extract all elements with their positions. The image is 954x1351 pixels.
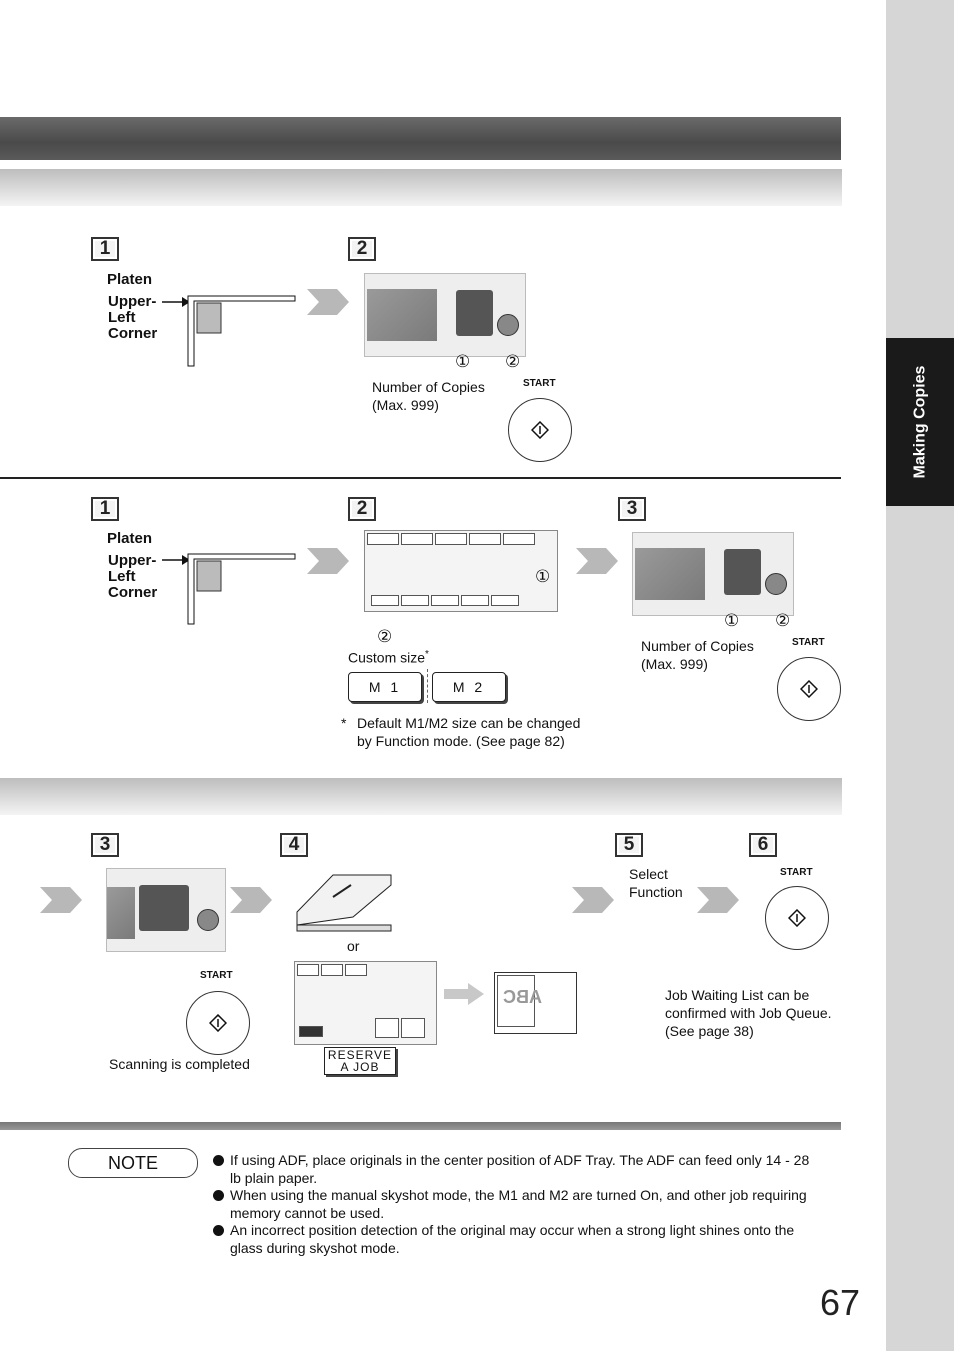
m1-button[interactable]: M 1 bbox=[348, 672, 422, 702]
copies-label-2: (Max. 999) bbox=[372, 397, 439, 413]
start-label-c: START bbox=[200, 970, 233, 981]
touch-panel-image-c bbox=[294, 961, 437, 1045]
page-number: 67 bbox=[820, 1282, 861, 1323]
flow-arrow-icon bbox=[697, 887, 739, 913]
flow-arrow-icon bbox=[230, 887, 272, 913]
corner-label-1: Upper- bbox=[108, 293, 157, 310]
copies-label-b1: Number of Copies bbox=[641, 638, 754, 654]
flow-arrow-icon bbox=[307, 548, 349, 574]
note-item: An incorrect position detection of the o… bbox=[213, 1222, 833, 1257]
start-button-icon bbox=[508, 398, 572, 462]
marker-1: ① bbox=[455, 352, 471, 371]
corner-label-3: Corner bbox=[108, 325, 158, 342]
step-5-badge-c: 5 bbox=[615, 833, 643, 857]
note-item: When using the manual skyshot mode, the … bbox=[213, 1187, 833, 1222]
section-divider-2 bbox=[0, 1122, 841, 1130]
step-1-badge-b: 1 bbox=[91, 497, 119, 521]
marker-2-c: ② bbox=[775, 611, 791, 630]
corner-label-b2: Left bbox=[108, 568, 136, 585]
platen-diagram-b bbox=[162, 553, 296, 625]
start-button-icon bbox=[765, 886, 829, 950]
flow-arrow-icon bbox=[576, 548, 618, 574]
section-tab-label: Making Copies bbox=[911, 365, 928, 479]
control-panel-image-c bbox=[106, 868, 226, 952]
flow-arrow-icon bbox=[307, 289, 349, 315]
flow-arrow-icon bbox=[572, 887, 614, 913]
marker-2: ② bbox=[505, 352, 521, 371]
start-label-b: START bbox=[792, 637, 825, 648]
bullet-icon bbox=[213, 1225, 224, 1236]
reserve-job-button[interactable]: RESERVE A JOB bbox=[324, 1047, 396, 1075]
marker-1-c: ① bbox=[724, 611, 740, 630]
corner-label-b3: Corner bbox=[108, 584, 158, 601]
m2-button[interactable]: M 2 bbox=[432, 672, 506, 702]
page-sidebar bbox=[886, 0, 954, 1351]
step-3-badge-b: 3 bbox=[618, 497, 646, 521]
footnote-line-2: by Function mode. (See page 82) bbox=[357, 733, 565, 749]
queue-label-1: Job Waiting List can be bbox=[665, 987, 810, 1003]
copies-label-1: Number of Copies bbox=[372, 379, 485, 395]
control-panel-image bbox=[364, 273, 526, 357]
section-tab-label-box: Making Copies bbox=[886, 338, 954, 506]
mirrored-doc-letters: ABC bbox=[503, 987, 542, 1007]
custom-size-label: Custom size* bbox=[348, 649, 429, 666]
result-arrow-icon bbox=[444, 983, 484, 1005]
select-label-1: Select bbox=[629, 866, 668, 882]
step-4-badge-c: 4 bbox=[280, 833, 308, 857]
platen-diagram bbox=[162, 295, 296, 367]
or-label: or bbox=[347, 938, 360, 954]
platen-label-b: Platen bbox=[107, 530, 153, 547]
start-button-icon bbox=[186, 991, 250, 1055]
scan-complete-label: Scanning is completed bbox=[109, 1056, 250, 1072]
flow-arrow-icon bbox=[40, 887, 82, 913]
step-2-badge-b: 2 bbox=[348, 497, 376, 521]
copies-label-b2: (Max. 999) bbox=[641, 656, 708, 672]
marker-1-b: ① bbox=[535, 567, 551, 586]
corner-label-2: Left bbox=[108, 309, 136, 326]
step-6-badge-c: 6 bbox=[749, 833, 777, 857]
platen-label: Platen bbox=[107, 271, 153, 288]
footnote-line-1: Default M1/M2 size can be changed bbox=[357, 715, 581, 731]
touch-panel-image bbox=[364, 530, 558, 612]
step-1-badge: 1 bbox=[91, 237, 119, 261]
subtitle-band-1 bbox=[0, 169, 842, 206]
section-tab bbox=[886, 338, 954, 506]
step-3-badge-c: 3 bbox=[91, 833, 119, 857]
adf-image bbox=[296, 874, 392, 932]
start-button-icon bbox=[777, 657, 841, 721]
subtitle-band-2 bbox=[0, 778, 842, 815]
start-label-d: START bbox=[780, 867, 813, 878]
select-label-2: Function bbox=[629, 884, 683, 900]
footnote-mark: * bbox=[341, 715, 347, 731]
marker-2-b: ② bbox=[377, 627, 393, 646]
title-band bbox=[0, 117, 841, 160]
queue-label-3: (See page 38) bbox=[665, 1023, 754, 1039]
control-panel-image-b bbox=[632, 532, 794, 616]
note-item: If using ADF, place originals in the cen… bbox=[213, 1152, 833, 1187]
note-label: NOTE bbox=[68, 1148, 198, 1178]
queue-label-2: confirmed with Job Queue. bbox=[665, 1005, 832, 1021]
section-divider-1 bbox=[0, 477, 841, 479]
step-2-badge: 2 bbox=[348, 237, 376, 261]
start-label: START bbox=[523, 378, 556, 389]
skyshot-result-image: ABC bbox=[494, 972, 577, 1034]
corner-label-b1: Upper- bbox=[108, 552, 157, 569]
bullet-icon bbox=[213, 1155, 224, 1166]
button-separator bbox=[427, 669, 429, 703]
bullet-icon bbox=[213, 1190, 224, 1201]
